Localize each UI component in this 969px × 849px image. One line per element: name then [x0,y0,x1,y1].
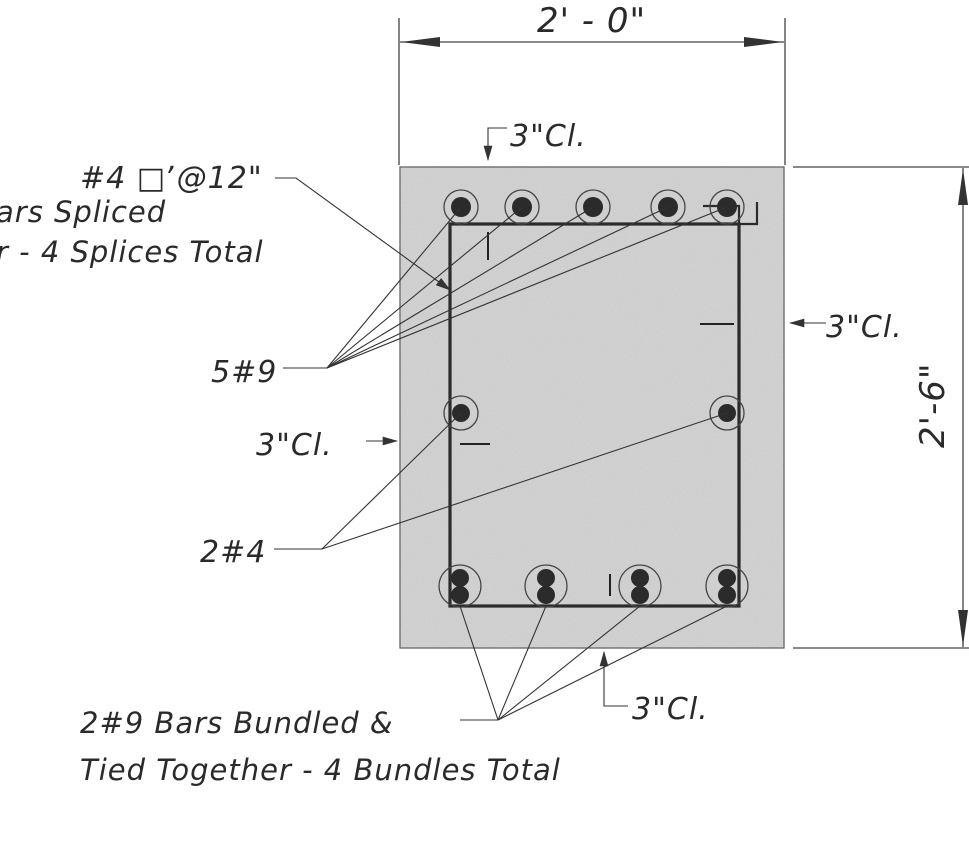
tie-callout: #4 □ʼ@12" [80,161,451,291]
side-bars-callout: 2#4 [200,412,728,570]
top-bars-callout: 5#9 [211,206,728,390]
width-label: 2' - 0" [537,1,646,41]
clearance-bottom-label: 3"Cl. [632,692,709,727]
clearance-ticks [460,232,734,596]
clearance-bottom: 3"Cl. [599,650,709,727]
bundle-callout: 2#9 Bars Bundled & Tied Together - 4 Bun… [80,605,728,787]
bundle-4 [705,564,749,608]
bottom-bundles [438,564,749,608]
rebar-side-left [443,395,479,431]
height-dimension: 2'-6" [793,166,969,649]
splice-label-line1: ars Spliced [0,195,166,229]
rebar-top-4 [650,189,686,225]
rebar-top-5 [709,189,745,225]
rebar-top-2 [504,189,540,225]
tie-label: #4 □ʼ@12" [80,161,263,196]
rebar-side-right [709,395,745,431]
clearance-left: 3"Cl. [256,428,399,463]
clearance-top: 3"Cl. [483,119,587,162]
bundle-3 [618,564,662,608]
splice-label-line2: r - 4 Splices Total [0,235,264,269]
height-label: 2'-6" [913,362,953,448]
clearance-right: 3"Cl. [788,310,903,345]
top-bars-label: 5#9 [211,355,277,390]
bundle-label-line1: 2#9 Bars Bundled & [80,706,394,740]
width-dimension: 2' - 0" [398,1,786,165]
rebar-top-3 [575,189,611,225]
side-bars-label: 2#4 [200,535,266,570]
clearance-top-label: 3"Cl. [510,119,587,154]
rebar-top-1 [443,189,479,225]
bundle-label-line2: Tied Together - 4 Bundles Total [80,753,561,787]
clearance-left-label: 3"Cl. [256,428,333,463]
clearance-right-label: 3"Cl. [826,310,903,345]
